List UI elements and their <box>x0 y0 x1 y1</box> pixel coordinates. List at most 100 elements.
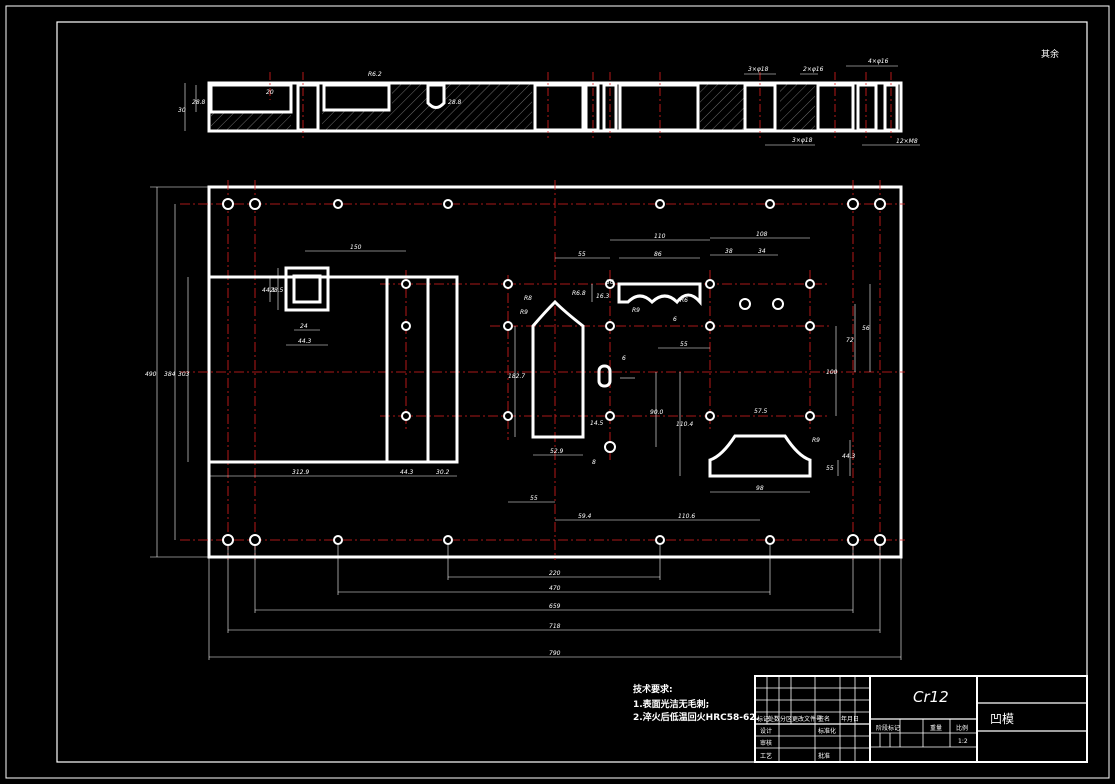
dim-label: 4×φ16 <box>868 58 889 65</box>
bolt-hole <box>249 534 261 546</box>
bolt-hole <box>401 279 411 289</box>
corner-mark: 其余 <box>1041 48 1059 60</box>
section-cavity <box>209 83 293 114</box>
punch-slot <box>531 299 585 439</box>
section-notch <box>426 83 446 109</box>
dim-label: 312.9 <box>292 469 309 476</box>
dim-label: 470 <box>549 585 561 592</box>
bolt-hole <box>401 411 411 421</box>
bolt-hole <box>443 535 453 545</box>
dim-label: 55 <box>530 495 538 502</box>
bolt-hole <box>604 441 616 453</box>
notes-item: 1.表面光洁无毛刺; <box>633 698 709 710</box>
center-lines <box>180 180 905 560</box>
dim-label: 110.4 <box>676 421 693 428</box>
tb-label-approve: 批准 <box>818 752 830 760</box>
dim-label: R6.8 <box>572 290 586 297</box>
dim-label: 34 <box>758 248 766 255</box>
tb-label-mark: 标记 <box>757 715 769 723</box>
dim-label: 44.3 <box>400 469 414 476</box>
dim-label: 2×φ16 <box>803 66 824 73</box>
bolt-hole <box>805 411 815 421</box>
dim-label: 100 <box>826 369 838 376</box>
dimension-lines <box>150 186 902 660</box>
dim-label: 44.3 <box>298 338 312 345</box>
bolt-hole <box>222 198 234 210</box>
dim-label: 3×φ18 <box>748 66 769 73</box>
dim-label: 59.4 <box>578 513 592 520</box>
dim-label: R8 <box>524 295 532 302</box>
dim-label: 36 <box>606 279 614 286</box>
dim-label: 28.8 <box>448 99 462 106</box>
dim-label: 52.9 <box>550 448 564 455</box>
bolt-hole <box>443 199 453 209</box>
left-cavity <box>209 266 459 464</box>
bolt-hole <box>874 198 886 210</box>
trapezoid-cavity <box>708 434 812 478</box>
dim-label: 150 <box>350 244 362 251</box>
dim-label: 110 <box>654 233 666 240</box>
dim-label: 56 <box>862 325 870 332</box>
tb-label-stage: 阶段标记 <box>876 724 900 732</box>
dim-label: 6 <box>622 355 626 362</box>
dim-label: 55 <box>826 465 834 472</box>
tb-label-design: 设计 <box>760 727 772 735</box>
section-hatch <box>211 113 291 130</box>
tb-label-ratio: 比例 <box>956 724 968 732</box>
bolt-hole <box>655 535 665 545</box>
bolt-hole <box>222 534 234 546</box>
dim-label: R9 <box>812 437 820 444</box>
dim-label: 28.8 <box>192 99 206 106</box>
bolt-hole <box>765 199 775 209</box>
outer-frame <box>5 5 1110 779</box>
dim-label: R6.2 <box>368 71 382 78</box>
tb-label-doc: 更改文件号 <box>792 715 822 723</box>
tb-label-process: 工艺 <box>760 752 772 760</box>
dim-label: 24 <box>300 323 308 330</box>
material-label: Cr12 <box>913 688 949 706</box>
bolt-hole <box>805 279 815 289</box>
oval-slot <box>597 364 612 388</box>
dim-label: 57.5 <box>754 408 768 415</box>
bolt-hole <box>503 411 513 421</box>
dim-label: 28.5 <box>270 287 284 294</box>
bolt-hole <box>401 321 411 331</box>
bolt-hole <box>503 279 513 289</box>
bolt-hole <box>655 199 665 209</box>
title-block <box>754 675 1088 763</box>
section-hatch <box>700 84 745 130</box>
dim-label: R9 <box>632 307 640 314</box>
bolt-hole <box>605 279 615 289</box>
tb-label-standard: 标准化 <box>818 727 836 735</box>
bolt-hole <box>705 321 715 331</box>
section-hatch <box>322 110 392 130</box>
notes-item: 2.淬火后低温回火HRC58-62. <box>633 711 759 723</box>
dim-label: 98 <box>756 485 764 492</box>
bolt-hole <box>503 321 513 331</box>
bolt-hole <box>847 198 859 210</box>
tb-label-sign: 签名 <box>818 715 830 723</box>
dim-label: 384 <box>164 371 176 378</box>
part-name: 凹模 <box>990 712 1014 726</box>
dim-label: 44.1 <box>262 287 275 294</box>
dim-label: 8 <box>592 459 596 466</box>
dim-label: 16.3 <box>596 293 610 300</box>
dim-label: 6 <box>673 316 677 323</box>
dim-label: 72 <box>846 337 854 344</box>
dim-label: 3×φ18 <box>792 137 813 144</box>
bolt-hole <box>333 199 343 209</box>
dim-label: R9 <box>520 309 528 316</box>
notch-cavity <box>617 282 702 307</box>
tb-label-qty: 处数 <box>768 715 780 723</box>
section-cavity <box>322 83 391 112</box>
dim-label: 30.2 <box>436 469 450 476</box>
dim-label: 659 <box>549 603 561 610</box>
section-cavity <box>296 83 320 132</box>
dim-label: R6 <box>680 297 688 304</box>
bolt-hole <box>805 321 815 331</box>
bolt-hole <box>739 298 751 310</box>
section-hatch <box>392 84 532 130</box>
dim-label: 14.5 <box>590 420 604 427</box>
bolt-hole <box>765 535 775 545</box>
